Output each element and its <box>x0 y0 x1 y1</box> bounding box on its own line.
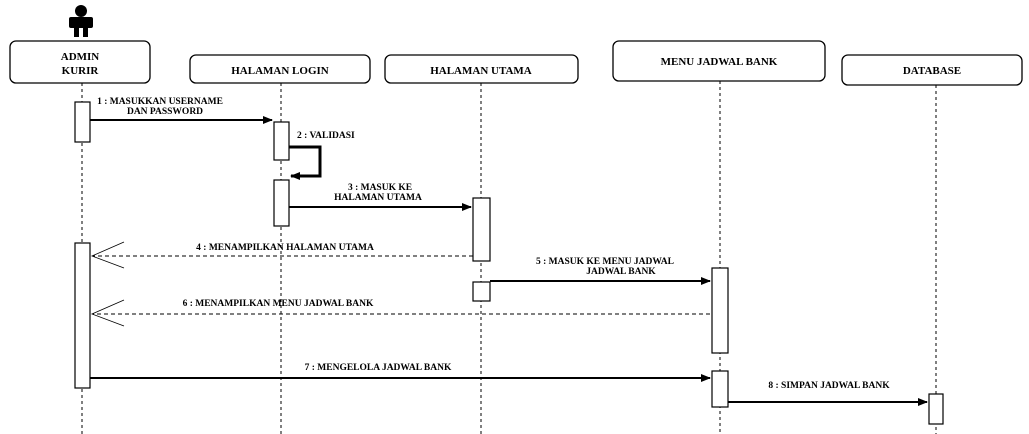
participant-database-label: DATABASE <box>903 65 961 77</box>
message-5-label-line2: JADWAL BANK <box>586 267 656 277</box>
message-6-arrowhead <box>90 299 125 327</box>
message-5-label-line1: 5 : MASUK KE MENU JADWAL <box>536 257 674 267</box>
message-6-label: 6 : MENAMPILKAN MENU JADWAL BANK <box>183 299 374 309</box>
participant-menu-label: MENU JADWAL BANK <box>661 56 778 68</box>
message-6: 6 : MENAMPILKAN MENU JADWAL BANK <box>90 299 710 327</box>
activation-database-1 <box>928 393 944 425</box>
message-2-label: 2 : VALIDASI <box>297 131 355 141</box>
message-1-label-line2: DAN PASSWORD <box>127 107 203 117</box>
message-2: 2 : VALIDASI <box>289 131 355 180</box>
activation-menu-1 <box>711 267 729 354</box>
message-8: 8 : SIMPAN JADWAL BANK <box>728 381 928 406</box>
activation-admin-1 <box>74 101 91 143</box>
message-4-arrowhead <box>90 241 125 269</box>
actor-icon <box>69 5 93 37</box>
message-3-label-line2: HALAMAN UTAMA <box>334 193 422 203</box>
activation-utama-2 <box>472 281 491 302</box>
participant-database: DATABASE <box>841 54 1023 86</box>
activation-admin-2 <box>74 242 91 389</box>
message-3-label-line1: 3 : MASUK KE <box>348 183 412 193</box>
message-7-label: 7 : MENGELOLA JADWAL BANK <box>305 363 452 373</box>
message-4: 4 : MENAMPILKAN HALAMAN UTAMA <box>90 241 473 269</box>
activation-login-1 <box>273 121 290 161</box>
message-5: 5 : MASUK KE MENU JADWAL JADWAL BANK <box>490 257 711 285</box>
message-1: 1 : MASUKKAN USERNAME DAN PASSWORD <box>90 97 273 124</box>
message-1-label-line1: 1 : MASUKKAN USERNAME <box>97 97 223 107</box>
participant-utama-label: HALAMAN UTAMA <box>430 65 532 77</box>
message-2-self-arrow <box>289 145 322 180</box>
participant-admin-label-line2: KURIR <box>62 65 100 77</box>
participant-halaman-utama: HALAMAN UTAMA <box>384 54 579 84</box>
participant-login-label: HALAMAN LOGIN <box>231 65 329 77</box>
message-4-label: 4 : MENAMPILKAN HALAMAN UTAMA <box>196 243 374 253</box>
activation-login-2 <box>273 179 290 227</box>
participant-menu-jadwal-bank: MENU JADWAL BANK <box>612 40 826 82</box>
activation-menu-2 <box>711 370 729 408</box>
message-3: 3 : MASUK KE HALAMAN UTAMA <box>289 183 472 211</box>
participant-admin-kurir: ADMIN KURIR <box>9 40 151 84</box>
participant-halaman-login: HALAMAN LOGIN <box>189 54 371 84</box>
message-7: 7 : MENGELOLA JADWAL BANK <box>90 363 711 382</box>
participant-admin-label-line1: ADMIN <box>61 51 100 63</box>
message-8-label: 8 : SIMPAN JADWAL BANK <box>768 381 890 391</box>
activation-utama-1 <box>472 197 491 262</box>
